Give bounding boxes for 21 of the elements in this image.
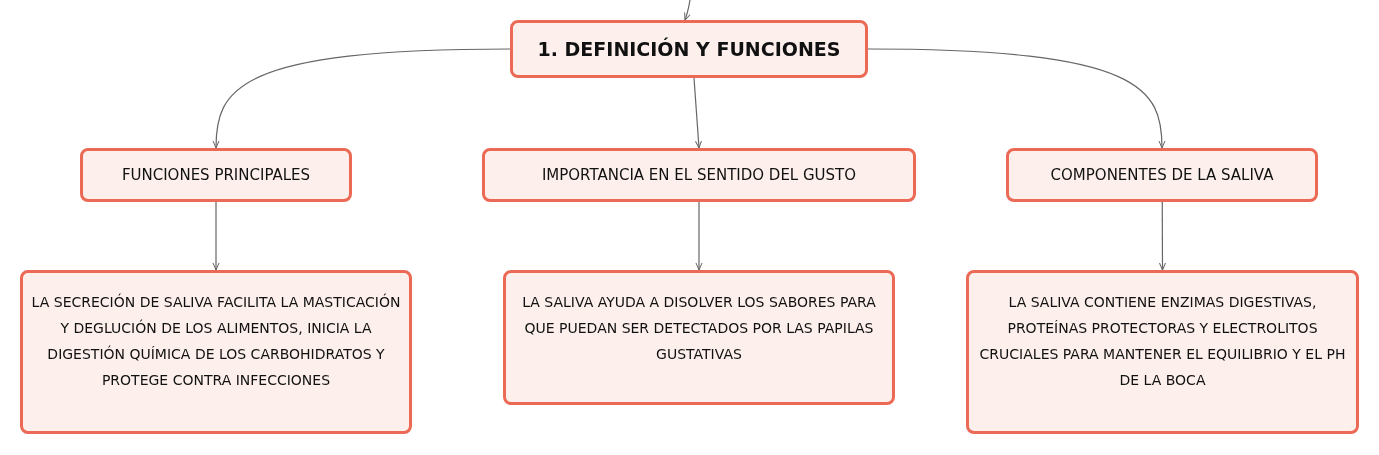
topic-box: [1006, 148, 1318, 202]
description-text: LA SALIVA AYUDA A DISOLVER LOS SABORES PARA QUE PUEDAN SER DETECTADOS POR LAS PAPILAS GUSTATIVAS: [521, 293, 877, 364]
connector-arrow: [867, 48, 1166, 149]
connector-arrow: [212, 48, 511, 149]
central-topic-box: [510, 20, 868, 78]
connector-arrow: [693, 77, 702, 149]
description-box: [503, 270, 895, 405]
description-text: LA SECRECIÓN DE SALIVA FACILITA LA MASTICACIÓN Y DEGLUCIÓN DE LOS ALIMENTOS, INICIA LA DIGESTIÓN QUÍMICA DE LOS CARBOHIDRATOS Y PROTEGE CONTRA INFECCIONES: [30, 292, 402, 390]
topic-title: IMPORTANCIA EN EL SENTIDO DEL GUSTO: [541, 166, 857, 184]
topic-box: [80, 148, 352, 202]
description-text: LA SALIVA CONTIENE ENZIMAS DIGESTIVAS, PROTEÍNAS PROTECTORAS Y ELECTROLITOS CRUCIALES PARA MANTENER EL EQUILIBRIO Y EL PH DE LA BOCA: [978, 293, 1347, 390]
connector-arrow: [1158, 201, 1166, 271]
connector-arrow: [684, 0, 691, 21]
description-box: [966, 270, 1359, 434]
topic-box: [482, 148, 916, 202]
connector-arrow: [212, 201, 220, 271]
description-box: [20, 270, 412, 434]
topic-title: 1. DEFINICIÓN Y FUNCIONES: [537, 37, 841, 61]
topic-title: COMPONENTES DE LA SALIVA: [1050, 166, 1274, 184]
connector-arrow: [695, 201, 703, 271]
topic-title: FUNCIONES PRINCIPALES: [121, 166, 311, 184]
